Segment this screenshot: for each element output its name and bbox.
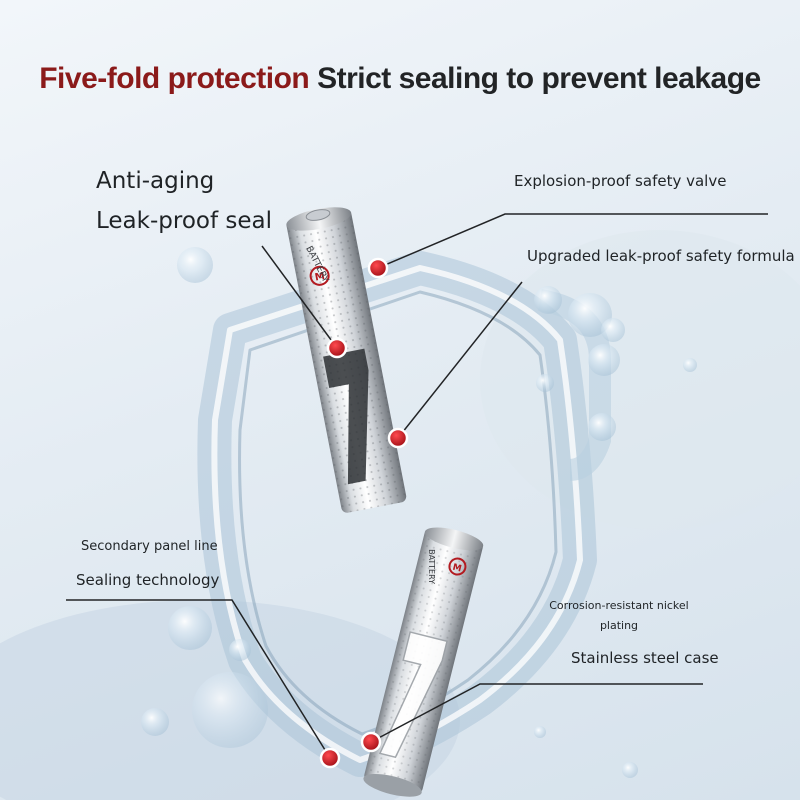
leader-sealing-tech <box>66 599 331 759</box>
leader-leak-proof-seal <box>261 245 338 349</box>
water-droplets <box>141 247 697 778</box>
label-upgraded-formula: Upgraded leak-proof safety formula <box>527 247 795 265</box>
label-secondary-panel: Secondary panel line <box>81 539 218 554</box>
headline-highlight: Five-fold protection <box>39 62 310 95</box>
label-corrosion-line2: plating <box>599 619 639 632</box>
svg-text:BATTERY: BATTERY <box>427 549 436 584</box>
label-corrosion: Corrosion-resistant nickel plating <box>544 596 694 636</box>
label-corrosion-line1: Corrosion-resistant nickel <box>549 599 689 612</box>
label-anti-aging: Anti-aging <box>96 168 215 194</box>
headline-rest: Strict sealing to prevent leakage <box>317 62 761 95</box>
label-leak-proof-seal: Leak-proof seal <box>96 208 272 234</box>
callout-marker <box>360 731 382 753</box>
svg-text:M: M <box>451 563 462 575</box>
headline: Five-fold protection Strict sealing to p… <box>0 62 800 96</box>
svg-text:M: M <box>314 271 326 284</box>
label-stainless-case: Stainless steel case <box>571 649 719 667</box>
leader-stainless-case <box>370 683 703 743</box>
callout-lines <box>66 213 768 759</box>
leader-explosion-valve <box>377 213 768 269</box>
callout-marker <box>387 427 409 449</box>
callout-marker <box>326 337 348 359</box>
label-explosion-valve: Explosion-proof safety valve <box>514 172 727 190</box>
battery-top: M BATTERY <box>286 207 407 513</box>
battery-bottom: M BATTERY <box>363 527 484 797</box>
callout-markers <box>319 257 409 769</box>
leader-upgraded-formula <box>397 281 523 439</box>
callout-marker <box>319 747 341 769</box>
label-sealing-tech: Sealing technology <box>76 571 220 589</box>
callout-marker <box>367 257 389 279</box>
